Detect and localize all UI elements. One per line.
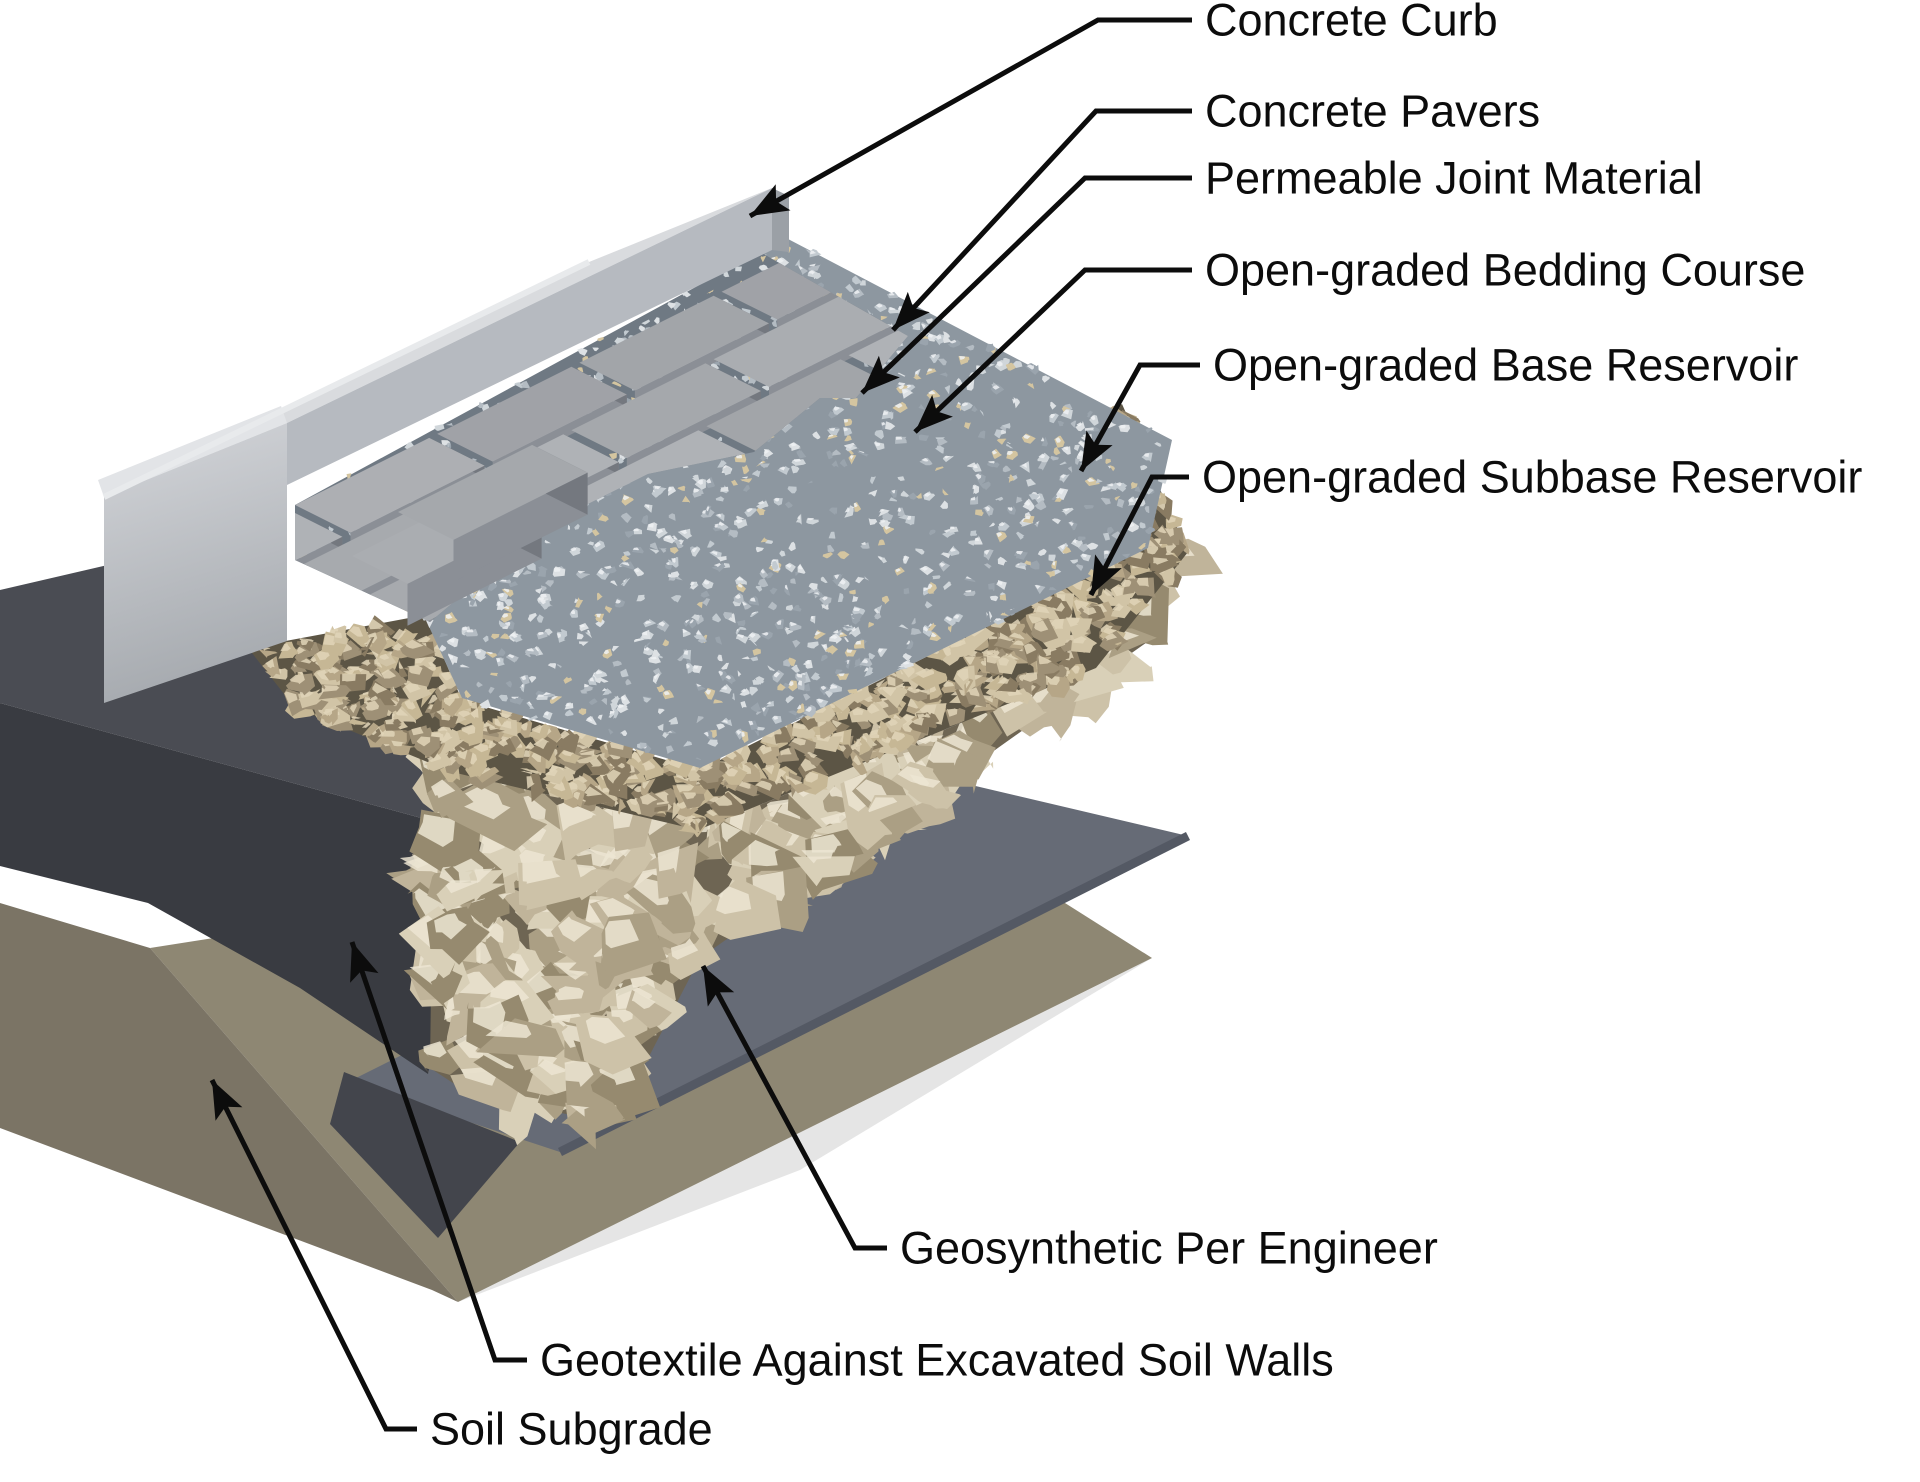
leader-concrete-curb — [748, 17, 1192, 219]
leader-geotextile — [349, 941, 527, 1363]
arrowhead-subbase-reservoir — [1091, 554, 1122, 595]
label-geosynthetic: Geosynthetic Per Engineer — [900, 1223, 1438, 1274]
loose-pavers-on-bedding — [352, 444, 588, 626]
leader-base-reservoir — [1078, 362, 1200, 473]
leader-permeable-joint — [860, 175, 1192, 395]
arrowhead-bedding-course — [915, 394, 953, 432]
leader-concrete-pavers — [891, 108, 1192, 332]
label-base-reservoir: Open-graded Base Reservoir — [1213, 340, 1798, 391]
label-permeable-joint: Permeable Joint Material — [1205, 153, 1703, 204]
label-soil-subgrade: Soil Subgrade — [430, 1404, 713, 1455]
arrowhead-concrete-curb — [750, 184, 791, 216]
leader-subbase-reservoir — [1088, 474, 1189, 597]
layer-labels: Concrete Curb Concrete Pavers Permeable … — [430, 0, 1862, 1455]
leader-soil-subgrade — [209, 1078, 417, 1432]
concrete-curb-3d — [98, 188, 789, 703]
label-concrete-curb: Concrete Curb — [1205, 0, 1498, 46]
leader-geosynthetic — [700, 964, 887, 1251]
arrowhead-geosynthetic — [703, 966, 735, 1007]
arrowhead-geotextile — [350, 942, 379, 983]
leader-bedding-course — [913, 267, 1192, 434]
arrowhead-permeable-joint — [862, 355, 900, 393]
label-bedding-course: Open-graded Bedding Course — [1205, 245, 1805, 296]
label-concrete-pavers: Concrete Pavers — [1205, 86, 1540, 137]
arrowhead-soil-subgrade — [212, 1080, 243, 1121]
arrowhead-base-reservoir — [1081, 430, 1113, 471]
label-subbase-reservoir: Open-graded Subbase Reservoir — [1202, 452, 1862, 503]
leader-lines — [209, 17, 1200, 1432]
label-geotextile: Geotextile Against Excavated Soil Walls — [540, 1335, 1334, 1386]
arrowhead-concrete-pavers — [893, 291, 930, 330]
